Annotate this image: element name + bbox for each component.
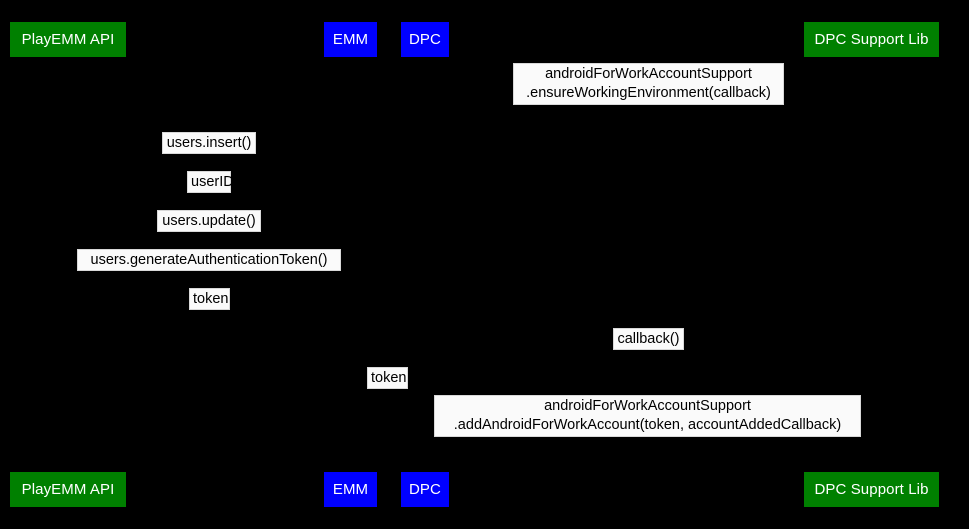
message-label: callback() xyxy=(613,328,684,350)
message-line: users.insert() xyxy=(166,135,252,151)
message-label: androidForWorkAccountSupport .ensureWorki… xyxy=(513,63,784,105)
message-label: users.insert() xyxy=(162,132,256,154)
message-line: androidForWorkAccountSupport xyxy=(545,66,752,82)
actor-dpc-support-lib-bottom[interactable]: DPC Support Lib xyxy=(804,472,939,507)
message-line: callback() xyxy=(617,331,680,347)
message-label: token xyxy=(367,367,408,389)
actor-label: DPC xyxy=(409,481,441,498)
actor-label: DPC xyxy=(409,31,441,48)
actor-emm-top[interactable]: EMM xyxy=(324,22,377,57)
actor-playemm-api-bottom[interactable]: PlayEMM API xyxy=(10,472,126,507)
actor-label: PlayEMM API xyxy=(21,481,115,498)
actor-dpc-top[interactable]: DPC xyxy=(401,22,449,57)
message-line: androidForWorkAccountSupport xyxy=(544,398,751,414)
message-line: token xyxy=(371,370,407,386)
actor-emm-bottom[interactable]: EMM xyxy=(324,472,377,507)
actor-label: EMM xyxy=(332,481,369,498)
message-line: token xyxy=(193,291,229,307)
message-label: users.generateAuthenticationToken() xyxy=(77,249,341,271)
actor-label: DPC Support Lib xyxy=(814,31,929,48)
message-line: .addAndroidForWorkAccount(token, account… xyxy=(453,417,842,433)
actor-label: PlayEMM API xyxy=(21,31,115,48)
actor-label: EMM xyxy=(332,31,369,48)
actor-dpc-support-lib-top[interactable]: DPC Support Lib xyxy=(804,22,939,57)
message-label: userID xyxy=(187,171,234,193)
message-line: users.update() xyxy=(162,213,256,229)
actor-label: DPC Support Lib xyxy=(814,481,929,498)
actor-playemm-api-top[interactable]: PlayEMM API xyxy=(10,22,126,57)
message-line: users.generateAuthenticationToken() xyxy=(90,252,328,268)
message-line: .ensureWorkingEnvironment(callback) xyxy=(526,85,771,101)
message-label: token xyxy=(189,288,230,310)
message-line: userID xyxy=(191,174,234,190)
actor-dpc-bottom[interactable]: DPC xyxy=(401,472,449,507)
message-label: users.update() xyxy=(157,210,261,232)
message-label: androidForWorkAccountSupport .addAndroidF… xyxy=(434,395,861,437)
